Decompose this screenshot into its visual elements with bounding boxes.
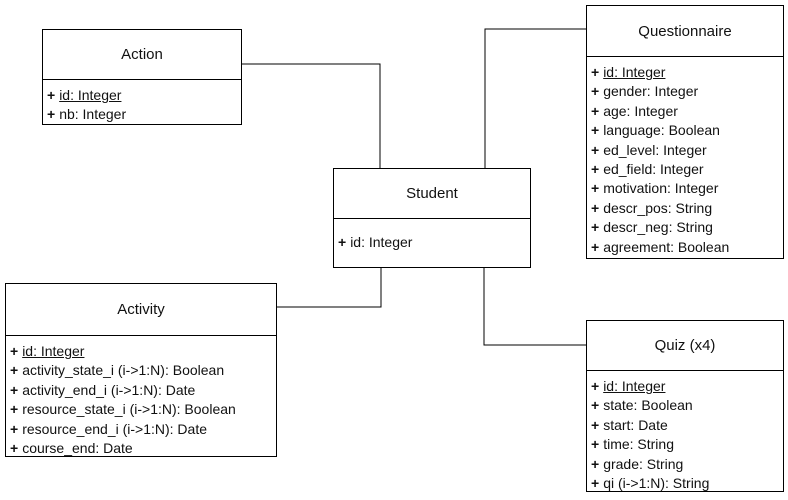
visibility-marker: + [591,378,600,394]
attribute-row: +id: Integer [338,233,530,252]
visibility-marker: + [591,141,600,158]
visibility-marker: + [591,436,600,453]
attribute-row: +id: Integer [10,342,276,361]
quiz-class-box[interactable]: Quiz (x4) +id: Integer +state: Boolean +… [586,320,784,492]
attribute-text: id: Integer [59,87,122,103]
attribute-row: +nb: Integer [47,105,241,124]
visibility-marker: + [591,83,600,100]
class-name: Quiz (x4) [587,321,783,371]
questionnaire-class-box[interactable]: Questionnaire +id: Integer +gender: Inte… [586,5,784,259]
attribute-text: resource_end_i (i->1:N): Date [22,420,207,437]
attribute-row: +time: String [591,435,783,454]
attribute-row: +activity_end_i (i->1:N): Date [10,381,276,400]
visibility-marker: + [338,234,347,250]
attribute-text: descr_pos: String [603,199,713,216]
visibility-marker: + [591,161,600,178]
visibility-marker: + [591,455,600,472]
visibility-marker: + [10,401,19,418]
attribute-row: +descr_neg: String [591,218,783,237]
attribute-text: ed_level: Integer [603,141,707,158]
attribute-row: +ed_field: Integer [591,160,783,179]
attribute-list: +id: Integer +activity_state_i (i->1:N):… [6,336,276,458]
visibility-marker: + [591,219,600,236]
visibility-marker: + [591,475,600,492]
attribute-text: motivation: Integer [603,180,719,197]
attribute-row: +start: Date [591,416,783,435]
class-name: Activity [6,284,276,336]
attribute-text: gender: Integer [603,83,699,100]
attribute-text: id: Integer [350,234,413,250]
visibility-marker: + [591,122,600,139]
attribute-list: +id: Integer +state: Boolean +start: Dat… [587,371,783,493]
class-name: Student [334,169,530,219]
attribute-row: +id: Integer [591,377,783,396]
attribute-list: +id: Integer +nb: Integer [43,80,241,125]
visibility-marker: + [10,381,19,398]
attribute-row: +state: Boolean [591,396,783,415]
attribute-row: +activity_state_i (i->1:N): Boolean [10,361,276,380]
attribute-text: activity_end_i (i->1:N): Date [22,381,196,398]
attribute-row: +course_end: Date [10,439,276,458]
visibility-marker: + [591,64,600,80]
attribute-row: +gender: Integer [591,82,783,101]
attribute-text: agreement: Boolean [603,238,730,255]
visibility-marker: + [591,397,600,414]
visibility-marker: + [47,87,56,103]
attribute-row: +id: Integer [47,86,241,105]
attribute-text: resource_state_i (i->1:N): Boolean [22,401,236,418]
student-class-box[interactable]: Student +id: Integer [333,168,531,268]
attribute-row: +resource_end_i (i->1:N): Date [10,420,276,439]
action-class-box[interactable]: Action +id: Integer +nb: Integer [42,29,242,125]
connector-questionnaire-student [484,28,586,168]
connector-action-student [242,63,381,168]
attribute-row: +language: Boolean [591,121,783,140]
attribute-row: +agreement: Boolean [591,238,783,257]
attribute-list: +id: Integer +gender: Integer +age: Inte… [587,57,783,257]
class-name: Action [43,30,241,80]
visibility-marker: + [10,440,19,457]
attribute-row: +descr_pos: String [591,199,783,218]
visibility-marker: + [10,362,19,379]
attribute-row: +ed_level: Integer [591,141,783,160]
visibility-marker: + [591,102,600,119]
attribute-text: id: Integer [603,64,666,80]
attribute-text: age: Integer [603,102,678,119]
attribute-row: +resource_state_i (i->1:N): Boolean [10,400,276,419]
connector-quiz-student [483,268,586,346]
attribute-text: course_end: Date [22,440,133,457]
attribute-text: time: String [603,436,674,453]
attribute-text: start: Date [603,416,668,433]
visibility-marker: + [591,416,600,433]
attribute-text: id: Integer [22,343,85,359]
visibility-marker: + [591,238,600,255]
attribute-text: language: Boolean [603,122,720,139]
attribute-text: state: Boolean [603,397,693,414]
attribute-row: +age: Integer [591,102,783,121]
attribute-text: activity_state_i (i->1:N): Boolean [22,362,225,379]
attribute-text: qi (i->1:N): String [603,475,710,492]
attribute-row: +motivation: Integer [591,179,783,198]
attribute-text: grade: String [603,455,684,472]
attribute-row: +grade: String [591,455,783,474]
attribute-row: +id: Integer [591,63,783,82]
attribute-list: +id: Integer [334,219,530,252]
attribute-row: +qi (i->1:N): String [591,474,783,493]
visibility-marker: + [10,343,19,359]
visibility-marker: + [591,199,600,216]
attribute-text: nb: Integer [59,106,127,123]
connector-activity-student [277,268,382,308]
visibility-marker: + [10,420,19,437]
class-name: Questionnaire [587,6,783,57]
visibility-marker: + [47,106,56,123]
attribute-text: ed_field: Integer [603,161,704,178]
attribute-text: id: Integer [603,378,666,394]
visibility-marker: + [591,180,600,197]
attribute-text: descr_neg: String [603,219,713,236]
activity-class-box[interactable]: Activity +id: Integer +activity_state_i … [5,283,277,457]
